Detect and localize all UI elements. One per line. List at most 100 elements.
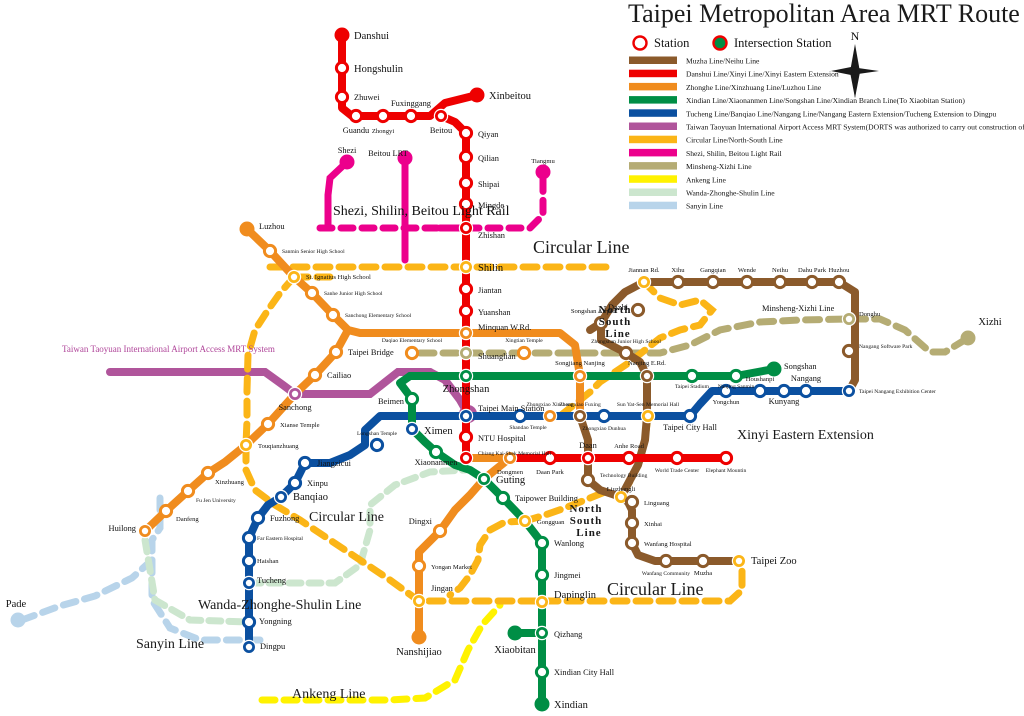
terminus-station-icon[interactable]	[469, 87, 485, 103]
station-marker[interactable]	[180, 483, 196, 499]
station-icon[interactable]	[841, 343, 857, 359]
station-marker[interactable]	[596, 408, 612, 424]
station-marker[interactable]	[158, 503, 174, 519]
station-marker[interactable]	[458, 220, 474, 236]
station-icon[interactable]	[334, 89, 350, 105]
station-marker[interactable]	[273, 489, 289, 505]
station-icon[interactable]	[772, 274, 788, 290]
station-icon[interactable]	[404, 391, 420, 407]
station-marker[interactable]	[250, 510, 266, 526]
station-marker[interactable]	[10, 612, 26, 628]
station-marker[interactable]	[458, 281, 474, 297]
station-icon[interactable]	[682, 408, 698, 424]
station-marker[interactable]	[411, 629, 427, 645]
station-marker[interactable]	[325, 307, 341, 323]
station-icon[interactable]	[798, 383, 814, 399]
station-marker[interactable]	[624, 535, 640, 551]
station-marker[interactable]	[804, 274, 820, 290]
station-marker[interactable]	[669, 450, 685, 466]
station-marker[interactable]	[403, 108, 419, 124]
station-marker[interactable]	[695, 553, 711, 569]
station-icon[interactable]	[669, 450, 685, 466]
station-marker[interactable]	[534, 696, 550, 712]
station-marker[interactable]	[516, 345, 532, 361]
station-marker[interactable]	[776, 383, 792, 399]
station-marker[interactable]	[772, 274, 788, 290]
station-icon[interactable]	[495, 490, 511, 506]
station-marker[interactable]	[469, 87, 485, 103]
station-marker[interactable]	[572, 368, 588, 384]
station-marker[interactable]	[618, 345, 634, 361]
station-icon[interactable]	[596, 408, 612, 424]
station-icon[interactable]	[287, 475, 303, 491]
station-icon[interactable]	[458, 125, 474, 141]
station-marker[interactable]	[572, 408, 588, 424]
station-icon[interactable]	[534, 664, 550, 680]
station-icon[interactable]	[624, 494, 640, 510]
station-marker[interactable]	[458, 196, 474, 212]
station-marker[interactable]	[304, 285, 320, 301]
station-marker[interactable]	[260, 416, 276, 432]
station-icon[interactable]	[695, 553, 711, 569]
station-marker[interactable]	[411, 558, 427, 574]
station-marker[interactable]	[262, 243, 278, 259]
station-marker[interactable]	[502, 450, 518, 466]
station-marker[interactable]	[718, 383, 734, 399]
station-icon[interactable]	[534, 567, 550, 583]
station-marker[interactable]	[534, 535, 550, 551]
station-icon[interactable]	[542, 450, 558, 466]
station-marker[interactable]	[433, 108, 449, 124]
station-marker[interactable]	[613, 489, 629, 505]
station-icon[interactable]	[304, 285, 320, 301]
station-marker[interactable]	[458, 175, 474, 191]
station-marker[interactable]	[334, 60, 350, 76]
station-marker[interactable]	[458, 125, 474, 141]
station-marker[interactable]	[718, 450, 734, 466]
station-icon[interactable]	[624, 535, 640, 551]
station-marker[interactable]	[241, 614, 257, 630]
station-marker[interactable]	[682, 408, 698, 424]
station-icon[interactable]	[621, 450, 637, 466]
station-icon[interactable]	[307, 367, 323, 383]
station-icon[interactable]	[831, 274, 847, 290]
station-marker[interactable]	[458, 325, 474, 341]
station-icon[interactable]	[180, 483, 196, 499]
station-icon[interactable]	[752, 383, 768, 399]
station-icon[interactable]	[432, 523, 448, 539]
station-marker[interactable]	[307, 367, 323, 383]
station-marker[interactable]	[432, 523, 448, 539]
station-marker[interactable]	[495, 490, 511, 506]
station-marker[interactable]	[404, 345, 420, 361]
station-marker[interactable]	[328, 344, 344, 360]
station-icon[interactable]	[325, 307, 341, 323]
station-icon[interactable]	[458, 175, 474, 191]
station-icon[interactable]	[375, 108, 391, 124]
station-icon[interactable]	[411, 558, 427, 574]
station-icon[interactable]	[328, 344, 344, 360]
station-icon[interactable]	[718, 450, 734, 466]
station-icon[interactable]	[516, 345, 532, 361]
station-marker[interactable]	[658, 553, 674, 569]
station-marker[interactable]	[636, 274, 652, 290]
terminus-station-icon[interactable]	[339, 154, 355, 170]
station-marker[interactable]	[798, 383, 814, 399]
station-marker[interactable]	[458, 303, 474, 319]
station-marker[interactable]	[670, 274, 686, 290]
station-icon[interactable]	[262, 243, 278, 259]
station-icon[interactable]	[428, 444, 444, 460]
terminus-station-icon[interactable]	[411, 629, 427, 645]
station-marker[interactable]	[334, 89, 350, 105]
station-marker[interactable]	[375, 108, 391, 124]
station-icon[interactable]	[250, 510, 266, 526]
station-marker[interactable]	[458, 450, 474, 466]
station-marker[interactable]	[404, 421, 420, 437]
station-marker[interactable]	[458, 408, 474, 424]
station-marker[interactable]	[624, 515, 640, 531]
station-marker[interactable]	[517, 513, 533, 529]
station-marker[interactable]	[458, 345, 474, 361]
station-icon[interactable]	[728, 368, 744, 384]
station-marker[interactable]	[580, 450, 596, 466]
station-icon[interactable]	[670, 274, 686, 290]
station-marker[interactable]	[841, 343, 857, 359]
